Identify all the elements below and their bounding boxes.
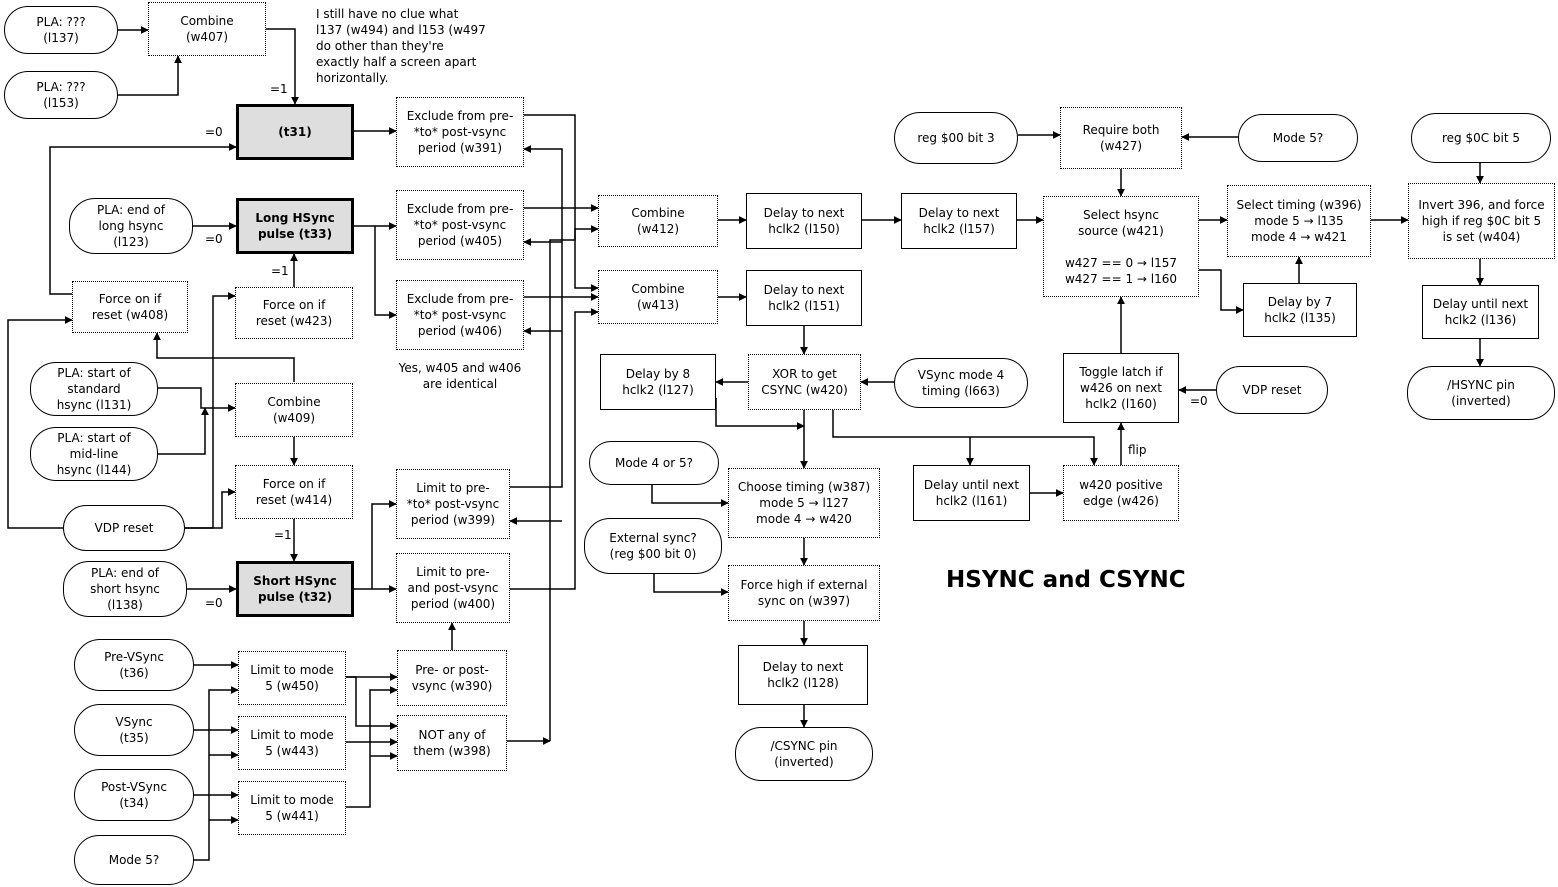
label-t33-eq1: =1 xyxy=(271,264,289,278)
label-t32-eq0: =0 xyxy=(205,596,223,610)
connector-23 xyxy=(510,145,563,488)
connector-12 xyxy=(158,387,236,412)
label-vdp-reset-eq0: =0 xyxy=(1190,394,1208,408)
w408-box: Force on if reset (w408) xyxy=(72,281,188,333)
connector-37 xyxy=(346,676,398,730)
w404-box: Invert 396, and force high if reg $0C bi… xyxy=(1408,183,1555,259)
note-unknown-pla: I still have no clue what l137 (w494) an… xyxy=(316,7,486,85)
w443-box: Limit to mode 5 (w443) xyxy=(238,716,346,770)
w421-box: Select hsync source (w421) w427 == 0 → l… xyxy=(1043,196,1199,297)
diagram-title: HSYNC and CSYNC xyxy=(946,567,1186,593)
combine-w413-box: Combine (w413) xyxy=(598,270,718,324)
connector-9 xyxy=(185,292,236,529)
l127-box: Delay by 8 hclk2 (l127) xyxy=(600,354,716,410)
pla-l138-terminal: PLA: end of short hsync (l138) xyxy=(63,561,187,617)
label-t31-eq1: =1 xyxy=(270,82,288,96)
w423-box: Force on if reset (w423) xyxy=(235,287,353,339)
w450-box: Limit to mode 5 (w450) xyxy=(238,651,346,705)
l157-box: Delay to next hclk2 (l157) xyxy=(901,193,1017,249)
pla-l137-terminal: PLA: ??? (l137) xyxy=(4,6,118,54)
connector-14 xyxy=(153,332,295,382)
w399-box: Limit to pre- *to* post-vsync period (w3… xyxy=(396,469,510,539)
w396-box: Select timing (w396) mode 5 → l135 mode … xyxy=(1227,185,1371,257)
t32-box: Short HSync pulse (t32) xyxy=(236,561,354,617)
mode5-top-terminal: Mode 5? xyxy=(1238,114,1358,162)
vdp-reset-right-terminal: VDP reset xyxy=(1216,366,1328,414)
connector-39 xyxy=(346,686,398,808)
connector-50 xyxy=(715,398,805,430)
w390-box: Pre- or post- vsync (w390) xyxy=(397,650,507,706)
pla-l153-terminal: PLA: ??? (l153) xyxy=(4,71,118,119)
l136-box: Delay until next hclk2 (l136) xyxy=(1422,285,1539,339)
connector-66 xyxy=(1199,269,1244,314)
combine-w412-box: Combine (w412) xyxy=(598,195,718,247)
w441-box: Limit to mode 5 (w441) xyxy=(238,781,346,835)
l160-box: Toggle latch if w426 on next hclk2 (l160… xyxy=(1063,353,1179,423)
w397-box: Force high if external sync on (w397) xyxy=(728,565,880,621)
connector-10 xyxy=(185,488,236,529)
w387-box: Choose timing (w387) mode 5 → l127 mode … xyxy=(728,468,880,538)
combine-w409-box: Combine (w409) xyxy=(235,383,353,437)
l161-box: Delay until next hclk2 (l161) xyxy=(913,465,1030,521)
pla-l123-terminal: PLA: end of long hsync (l123) xyxy=(69,198,193,254)
external-sync-terminal: External sync? (reg $00 bit 0) xyxy=(584,518,722,574)
post-vsync-t34-terminal: Post-VSync (t34) xyxy=(74,769,194,821)
w398-box: NOT any of them (w398) xyxy=(397,715,507,771)
connector-27 xyxy=(510,308,599,590)
connector-33 xyxy=(194,686,239,861)
connector-52 xyxy=(653,574,729,596)
label-flip: flip xyxy=(1128,443,1147,457)
connector-28 xyxy=(549,225,599,741)
mode4or5-terminal: Mode 4 or 5? xyxy=(589,441,719,485)
w400-box: Limit to pre- and post-vsync period (w40… xyxy=(396,553,510,623)
l150-box: Delay to next hclk2 (l150) xyxy=(746,193,862,249)
w406-box: Exclude from pre- *to* post-vsync period… xyxy=(396,280,524,350)
l151-box: Delay to next hclk2 (l151) xyxy=(746,270,862,326)
hsync-pin-terminal: /HSYNC pin (inverted) xyxy=(1407,366,1555,420)
t33-box: Long HSync pulse (t33) xyxy=(236,198,354,254)
combine-w407-box: Combine (w407) xyxy=(148,2,266,56)
csync-pin-terminal: /CSYNC pin (inverted) xyxy=(735,727,873,781)
pla-l131-terminal: PLA: start of standard hsync (l131) xyxy=(30,362,158,416)
connector-19 xyxy=(371,500,397,589)
connector-7 xyxy=(374,226,397,319)
note-w405-w406-identical: Yes, w405 and w406 are identical xyxy=(398,361,522,391)
connector-56 xyxy=(832,410,1098,466)
label-t31-eq0: =0 xyxy=(205,125,223,139)
connector-1 xyxy=(118,55,182,96)
reg0c-bit5-terminal: reg $0C bit 5 xyxy=(1411,113,1551,163)
connector-20 xyxy=(524,114,599,292)
w414-box: Force on if reset (w414) xyxy=(235,465,353,519)
mode5-bottom-terminal: Mode 5? xyxy=(74,835,194,885)
l663-terminal: VSync mode 4 timing (l663) xyxy=(894,358,1028,408)
w427-box: Require both (w427) xyxy=(1060,107,1182,169)
w420-box: XOR to get CSYNC (w420) xyxy=(748,354,861,410)
label-t33-eq0: =0 xyxy=(205,232,223,246)
w391-box: Exclude from pre- *to* post-vsync period… xyxy=(396,97,524,167)
reg00-bit3-terminal: reg $00 bit 3 xyxy=(894,112,1018,164)
pre-vsync-t36-terminal: Pre-VSync (t36) xyxy=(74,639,194,691)
connector-13 xyxy=(158,407,209,455)
w405-box: Exclude from pre- *to* post-vsync period… xyxy=(396,190,524,260)
pla-l144-terminal: PLA: start of mid-line hsync (l144) xyxy=(30,427,158,481)
label-t32-eq1: =1 xyxy=(274,528,292,542)
w426-box: w420 positive edge (w426) xyxy=(1063,465,1179,521)
l135-box: Delay by 7 hclk2 (l135) xyxy=(1243,283,1357,337)
vdp-reset-left-terminal: VDP reset xyxy=(63,505,185,551)
connector-3 xyxy=(49,143,237,295)
t31-box: (t31) xyxy=(236,104,354,160)
connector-2 xyxy=(266,28,299,105)
connector-11 xyxy=(7,316,185,529)
connector-51 xyxy=(651,485,729,507)
l128-box: Delay to next hclk2 (l128) xyxy=(738,645,868,705)
vsync-t35-terminal: VSync (t35) xyxy=(74,704,194,756)
